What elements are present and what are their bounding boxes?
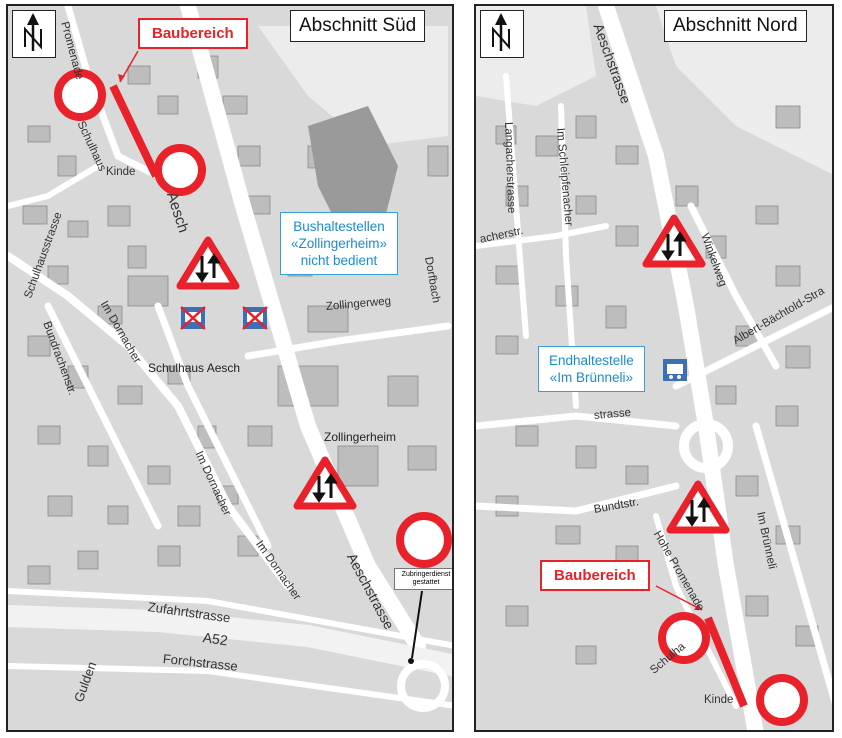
- street-label: A52: [201, 629, 229, 649]
- no-entry-sign-icon: [396, 512, 452, 568]
- baubereich-line-nord: [704, 616, 748, 708]
- callout-arrowhead-nord: [694, 604, 702, 610]
- open-area-nord: [656, 6, 832, 174]
- callout-arrowhead-sued: [118, 74, 125, 82]
- bus-stop-closed-icon: [242, 306, 268, 330]
- north-arrow-icon: [480, 10, 524, 58]
- two-way-traffic-sign-icon: [642, 214, 706, 268]
- baubereich-line-sued: [109, 84, 160, 178]
- bus-stop-closed-icon: [180, 306, 206, 330]
- dorfbach-area: [308, 106, 398, 246]
- info-line-2: «Zollingerheim»: [291, 236, 388, 251]
- info-line-1: Bushaltestellen: [293, 219, 385, 234]
- baubereich-callout-nord: Baubereich: [540, 560, 650, 591]
- info-line-1: Endhaltestelle: [549, 353, 634, 368]
- panel-title-nord: Abschnitt Nord: [664, 10, 807, 42]
- intersection-nord: [679, 419, 733, 473]
- info-endhaltestelle: Endhaltestelle «Im Brünneli»: [538, 346, 645, 392]
- no-entry-sign-icon: [154, 144, 206, 196]
- open-area: [258, 26, 448, 146]
- no-entry-sign-icon: [658, 612, 710, 664]
- street-label: Kinde: [106, 166, 136, 178]
- north-arrow-icon: [12, 10, 56, 58]
- roundabout: [397, 660, 449, 712]
- map-panel-sued: Abschnitt Süd Baubereich Bushaltestellen…: [6, 4, 454, 732]
- no-entry-sign-icon: [54, 69, 106, 121]
- info-line-3: nicht bedient: [300, 253, 378, 268]
- zubringerdienst-note: Zubringerdienst gestattet: [394, 568, 452, 590]
- baubereich-callout-sued: Baubereich: [138, 18, 248, 49]
- place-label: Schulhaus Aesch: [148, 361, 241, 375]
- sign-pointer-dot: [408, 658, 414, 664]
- map-nord: [476, 6, 832, 730]
- roads-nord: [476, 6, 832, 730]
- map-panel-nord: Abschnitt Nord Endhaltestelle «Im Brünne…: [474, 4, 834, 732]
- two-way-traffic-sign-icon: [666, 480, 730, 534]
- info-line-2: «Im Brünneli»: [549, 370, 634, 385]
- street-label: Kinde: [704, 694, 734, 706]
- info-bushaltestellen: Bushaltestellen «Zollingerheim» nicht be…: [280, 212, 399, 275]
- no-entry-sign-icon: [756, 674, 808, 726]
- two-way-traffic-sign-icon: [176, 236, 240, 290]
- sign-pointer: [411, 590, 423, 659]
- two-way-traffic-sign-icon: [293, 456, 357, 510]
- place-label: Zollingerheim: [324, 430, 397, 444]
- note-line-1: Zubringerdienst: [401, 571, 451, 578]
- note-line-2: gestattet: [412, 579, 440, 586]
- callout-pointer-nord: [655, 585, 703, 611]
- bus-stop-icon: [663, 359, 687, 381]
- panel-title-sued: Abschnitt Süd: [290, 10, 426, 42]
